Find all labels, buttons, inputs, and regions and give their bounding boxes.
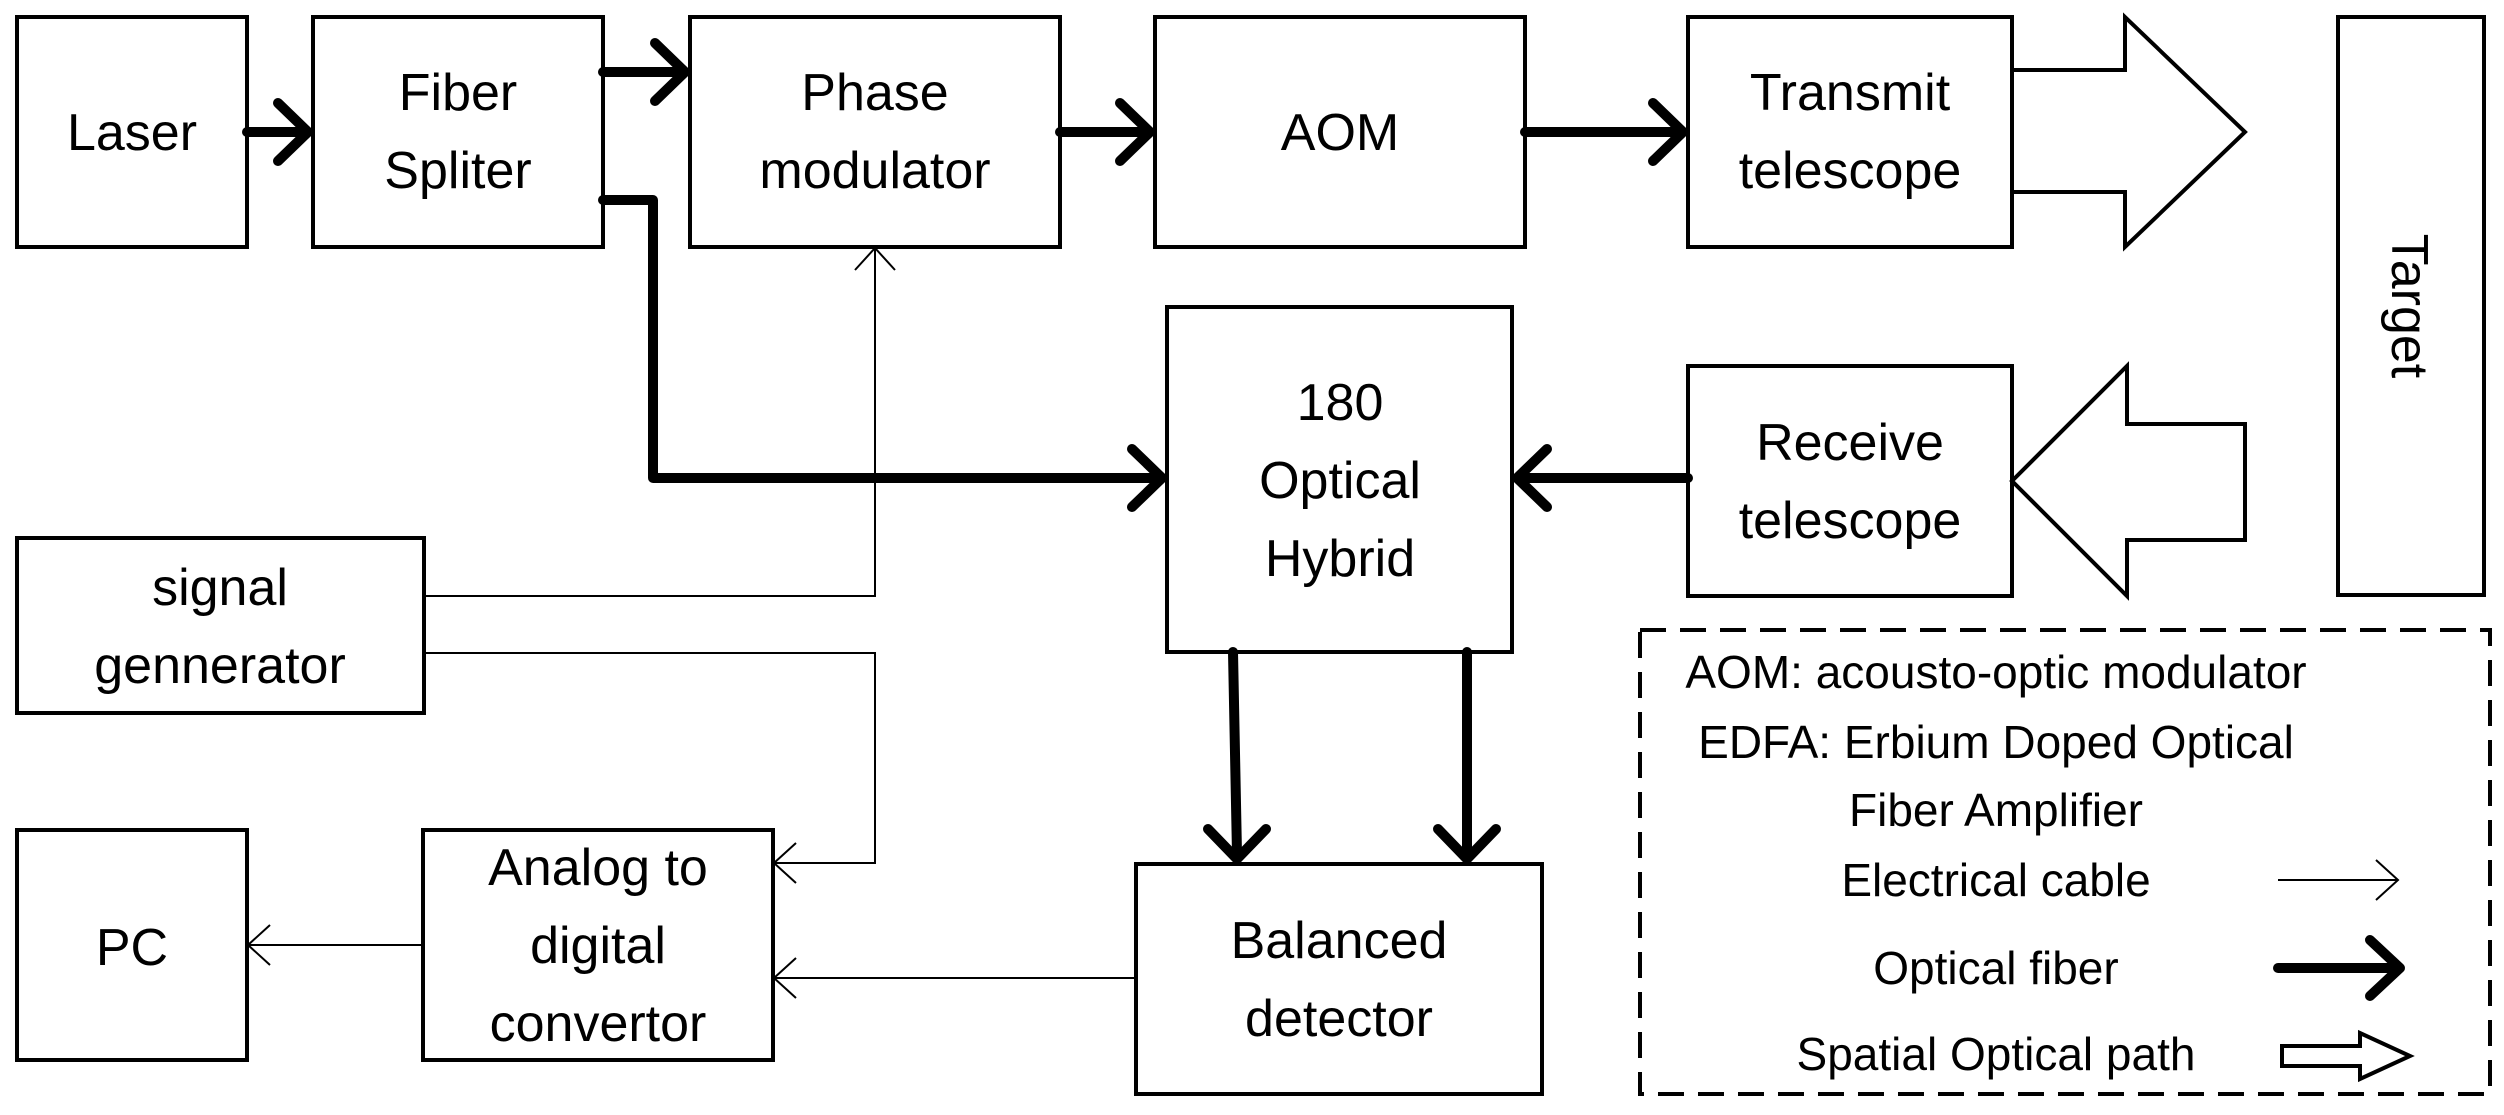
balanced-detector-label-line1: Balanced bbox=[1231, 912, 1448, 970]
legend-optical-label: Optical fiber bbox=[1873, 942, 2118, 994]
spatial-path-transmit bbox=[2010, 12, 2248, 252]
balanced-detector-block: Balanced detector bbox=[1134, 862, 1544, 1096]
legend-aom-definition: AOM: acousto-optic modulator bbox=[1685, 646, 2306, 698]
receive-telescope-label-line1: Receive bbox=[1756, 414, 1944, 472]
aom-label: AOM bbox=[1281, 104, 1399, 162]
fiber-receive-telescope-to-optical-hybrid bbox=[1512, 444, 1693, 512]
legend-border bbox=[1638, 628, 2492, 1096]
signal-generator-block: signal gennerator bbox=[15, 536, 426, 715]
adc-label-line3: convertor bbox=[490, 995, 707, 1053]
fiber-hybrid-to-detector-right bbox=[1433, 647, 1501, 864]
fiber-splitter-label-line2: Spliter bbox=[384, 142, 531, 200]
cable-signal-generator-to-phase-modulator bbox=[424, 246, 896, 597]
laser-label: Laser bbox=[67, 104, 197, 162]
fiber-aom-to-transmit-telescope bbox=[1520, 98, 1688, 166]
cable-signal-generator-to-adc bbox=[424, 652, 876, 884]
legend-optical-sample bbox=[2273, 935, 2405, 1001]
fiber-splitter-to-optical-hybrid bbox=[598, 195, 1167, 512]
phase-modulator-label-line2: modulator bbox=[759, 142, 990, 200]
adc-block: Analog to digital convertor bbox=[421, 828, 775, 1062]
transmit-telescope-block: Transmit telescope bbox=[1686, 15, 2014, 249]
balanced-detector-label-line2: detector bbox=[1245, 990, 1433, 1048]
fiber-hybrid-to-detector-left bbox=[1203, 647, 1271, 864]
receive-telescope-label-line2: telescope bbox=[1739, 492, 1962, 550]
legend-spatial-label: Spatial Optical path bbox=[1797, 1028, 2196, 1080]
signal-generator-label-line1: signal bbox=[152, 559, 288, 617]
optical-hybrid-label-line2: Optical bbox=[1259, 452, 1421, 510]
optical-hybrid-block: 180 Optical Hybrid bbox=[1165, 305, 1514, 654]
transmit-telescope-label-line2: telescope bbox=[1739, 142, 1962, 200]
receive-telescope-block: Receive telescope bbox=[1686, 364, 2014, 598]
optical-hybrid-label-line3: Hybrid bbox=[1265, 530, 1415, 588]
phase-modulator-label-line1: Phase bbox=[801, 64, 948, 122]
fiber-phase-modulator-to-aom bbox=[1055, 98, 1155, 166]
legend-electrical-label: Electrical cable bbox=[1841, 854, 2150, 906]
fiber-splitter-block: Fiber Spliter bbox=[311, 15, 605, 249]
phase-modulator-block: Phase modulator bbox=[688, 15, 1062, 249]
fiber-splitter-label-line1: Fiber bbox=[399, 64, 517, 122]
legend-edfa-definition-line2: Fiber Amplifier bbox=[1849, 784, 2143, 836]
legend-electrical-sample bbox=[2278, 859, 2400, 901]
legend-spatial-sample bbox=[2280, 1029, 2415, 1083]
laser-block: Laser bbox=[15, 15, 249, 249]
legend-edfa-definition-line1: EDFA: Erbium Doped Optical bbox=[1698, 716, 2294, 768]
cable-adc-to-pc bbox=[246, 924, 423, 966]
pc-label: PC bbox=[96, 919, 168, 977]
target-block: Target bbox=[2336, 15, 2486, 597]
fiber-splitter-to-phase-modulator bbox=[598, 38, 690, 106]
cable-detector-to-adc bbox=[772, 957, 1136, 999]
spatial-path-receive bbox=[2009, 361, 2247, 601]
adc-label-line2: digital bbox=[530, 917, 666, 975]
target-label: Target bbox=[2380, 234, 2438, 379]
transmit-telescope-label-line1: Transmit bbox=[1750, 64, 1951, 122]
legend: AOM: acousto-optic modulator EDFA: Erbiu… bbox=[1638, 628, 2492, 1096]
fiber-laser-to-splitter bbox=[242, 98, 313, 166]
signal-generator-label-line2: gennerator bbox=[94, 637, 346, 695]
aom-block: AOM bbox=[1153, 15, 1527, 249]
optical-hybrid-label-line1: 180 bbox=[1297, 374, 1384, 432]
pc-block: PC bbox=[15, 828, 249, 1062]
adc-label-line1: Analog to bbox=[488, 839, 708, 897]
